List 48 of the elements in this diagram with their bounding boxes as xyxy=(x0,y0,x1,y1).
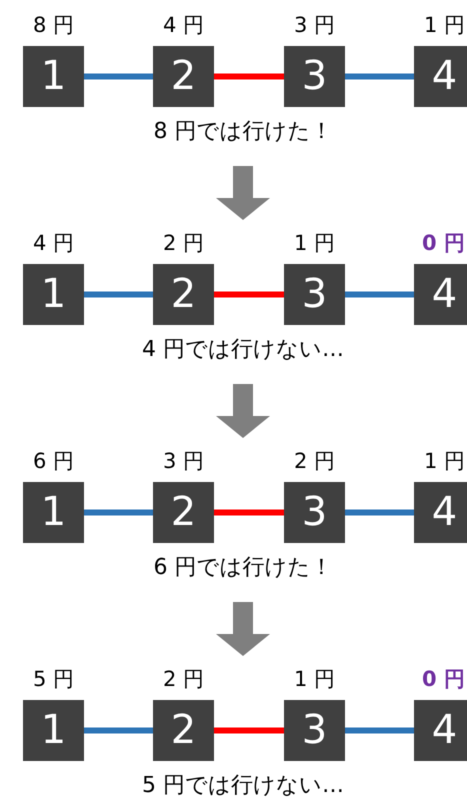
station-box: 2 xyxy=(153,700,214,761)
result-caption: 4 円では行けない… xyxy=(142,336,344,364)
price-label: 3 円 xyxy=(163,448,204,474)
station-box: 1 xyxy=(23,264,84,325)
connector-line xyxy=(214,292,284,298)
connector-line xyxy=(214,510,284,516)
price-label: 8 円 xyxy=(33,12,74,38)
price-label: 0 円 xyxy=(422,230,465,256)
station-box: 4 xyxy=(414,700,467,761)
price-label: 2 円 xyxy=(294,448,336,474)
price-label: 4 円 xyxy=(163,12,204,38)
connector-line xyxy=(345,728,414,734)
price-label: 6 円 xyxy=(33,448,74,474)
price-label: 1 円 xyxy=(294,666,336,692)
connector-line xyxy=(345,510,414,516)
connector-line xyxy=(345,292,414,298)
station-box: 3 xyxy=(284,482,345,543)
connector-line xyxy=(84,74,153,80)
result-caption: 8 円では行けた！ xyxy=(154,118,332,146)
price-label: 4 円 xyxy=(33,230,74,256)
connector-line xyxy=(214,74,284,80)
price-label: 2 円 xyxy=(163,666,204,692)
price-label: 1 円 xyxy=(424,448,466,474)
price-label: 1 円 xyxy=(294,230,336,256)
price-label: 3 円 xyxy=(294,12,336,38)
station-box: 3 xyxy=(284,264,345,325)
station-box: 4 xyxy=(414,482,467,543)
price-label: 5 円 xyxy=(33,666,74,692)
station-box: 4 xyxy=(414,46,467,107)
result-caption: 6 円では行けた！ xyxy=(154,554,332,582)
station-box: 2 xyxy=(153,264,214,325)
connector-line xyxy=(84,728,153,734)
price-label: 0 円 xyxy=(422,666,465,692)
price-label: 2 円 xyxy=(163,230,204,256)
station-box: 3 xyxy=(284,46,345,107)
price-label: 1 円 xyxy=(424,12,466,38)
station-box: 1 xyxy=(23,46,84,107)
station-box: 3 xyxy=(284,700,345,761)
connector-line xyxy=(84,292,153,298)
station-box: 2 xyxy=(153,46,214,107)
result-caption: 5 円では行けない… xyxy=(142,772,344,800)
connector-line xyxy=(84,510,153,516)
connector-line xyxy=(345,74,414,80)
connector-line xyxy=(214,728,284,734)
station-box: 4 xyxy=(414,264,467,325)
station-box: 1 xyxy=(23,482,84,543)
station-box: 2 xyxy=(153,482,214,543)
station-box: 1 xyxy=(23,700,84,761)
